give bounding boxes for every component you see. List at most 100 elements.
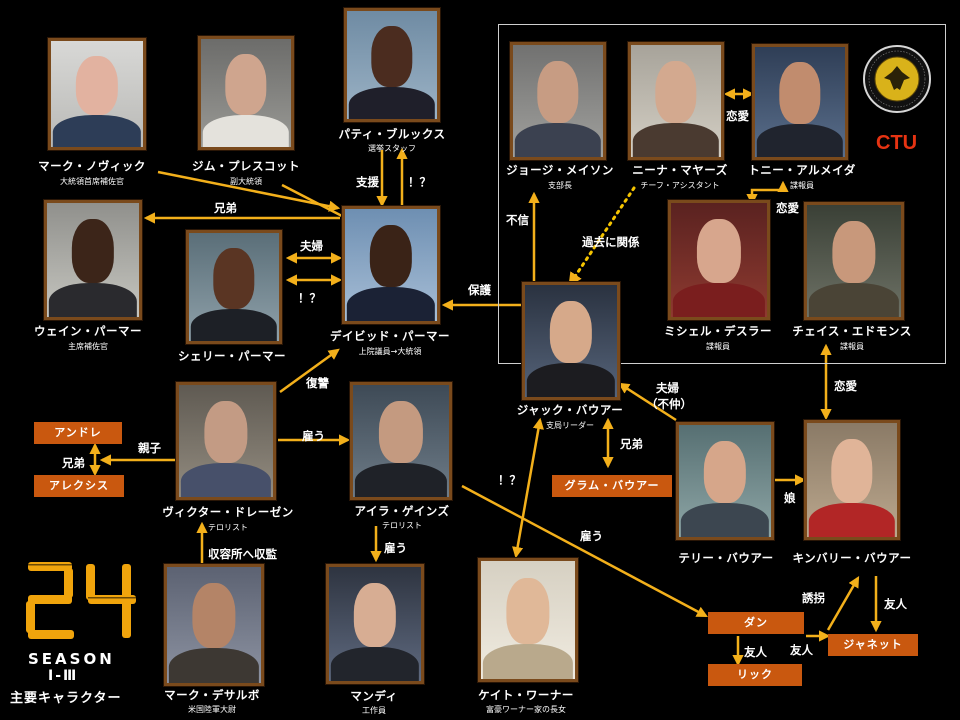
portrait-michelle-dessler [668, 200, 770, 320]
logo-24 [26, 562, 136, 639]
name-michelle-dessler: ミシェル・デスラー [664, 324, 772, 338]
title-season: SEASON [28, 650, 115, 668]
rel-andre-brothers: 兄弟 [62, 456, 85, 470]
role-mark-novick: 大統領首席補佐官 [60, 177, 124, 186]
role-kate-warner: 富豪ワーナー家の長女 [486, 705, 566, 714]
portrait-patty-brooks [344, 8, 440, 122]
rel-sherry-q: ！？ [298, 291, 321, 305]
portrait-mark-desalvo [164, 564, 264, 686]
name-kimberly-bauer: キンバリー・バウアー [792, 551, 912, 565]
name-jack-bauer: ジャック・バウアー [516, 403, 624, 417]
rel-hire-mandy: 雇う [384, 541, 407, 555]
rel-couple: 夫婦 [300, 239, 323, 253]
name-teri-bauer: テリー・バウアー [678, 551, 774, 565]
rel-patty-q: ！？ [408, 175, 431, 189]
tag-andre: アンドレ [34, 422, 122, 444]
name-tony-almeida: トニー・アルメイダ [748, 163, 856, 177]
name-kate-warner: ケイト・ワーナー [478, 688, 574, 702]
rel-friend-dan-janet: 友人 [790, 643, 813, 657]
rel-friend-kim: 友人 [884, 597, 907, 611]
portrait-mark-novick [48, 38, 146, 150]
title-subtitle: 主要キャラクター [10, 691, 122, 706]
tag-dan: ダン [708, 612, 804, 634]
title-season-range: I-Ⅲ [48, 668, 79, 684]
portrait-sherry-palmer [186, 230, 282, 344]
portrait-david-palmer [342, 206, 440, 324]
rel-hire-dan: 雇う [580, 529, 603, 543]
role-chase-edmunds: 諜報員 [840, 342, 864, 351]
name-nina-myers: ニーナ・マヤーズ [632, 163, 728, 177]
rel-daughter: 娘 [784, 491, 796, 505]
role-nina-myers: チーフ・アシスタント [640, 181, 720, 190]
portrait-tony-almeida [752, 44, 848, 160]
rel-distrust: 不信 [506, 213, 529, 227]
tag-rick: リック [708, 664, 802, 686]
role-mandy: 工作員 [362, 706, 386, 715]
ctu-seal [863, 45, 931, 113]
link-jack-kate [512, 417, 544, 559]
link-dan-kidnap [826, 576, 860, 631]
link-gaines-dan [461, 484, 708, 618]
name-chase-edmunds: チェイス・エドモンス [792, 324, 912, 338]
portrait-ira-gaines [350, 382, 452, 500]
rel-prison: 収容所へ収監 [208, 547, 277, 561]
tag-janet: ジャネット [828, 634, 918, 656]
portrait-jack-bauer [522, 282, 620, 400]
portrait-kate-warner [478, 558, 578, 682]
rel-kidnap: 誘拐 [802, 591, 825, 605]
portrait-george-mason [510, 42, 606, 160]
rel-jack-brothers: 兄弟 [620, 437, 643, 451]
name-jim-prescott: ジム・プレスコット [192, 159, 300, 173]
role-victor-drazen: テロリスト [208, 523, 248, 532]
name-mark-desalvo: マーク・デサルボ [164, 688, 260, 702]
rel-love-nina-tony: 恋愛 [726, 109, 749, 123]
role-tony-almeida: 諜報員 [790, 181, 814, 190]
rel-revenge: 復讐 [306, 376, 329, 390]
name-george-mason: ジョージ・メイソン [506, 163, 614, 177]
rel-love-chase-kim: 恋愛 [834, 379, 857, 393]
ctu-label: CTU [876, 132, 918, 154]
link-victor-revenge [279, 348, 340, 394]
rel-parent-child: 親子 [138, 441, 161, 455]
role-patty-brooks: 選挙スタッフ [368, 144, 416, 153]
rel-past: 過去に関係 [582, 235, 640, 249]
rel-jack-kate-q: ！？ [498, 473, 521, 487]
rel-friend-dan-rick: 友人 [744, 645, 767, 659]
link-prescott-palmer [281, 183, 343, 218]
role-ira-gaines: テロリスト [382, 521, 422, 530]
rel-couple-split-2: （不仲） [646, 397, 692, 411]
rel-brothers: 兄弟 [214, 201, 237, 215]
portrait-victor-drazen [176, 382, 276, 500]
name-david-palmer: デイビッド・パーマー [330, 329, 450, 343]
name-mandy: マンディ [350, 689, 398, 703]
role-jack-bauer: 支局リーダー [546, 421, 594, 430]
role-jim-prescott: 副大統領 [230, 177, 262, 186]
portrait-teri-bauer [676, 422, 774, 540]
link-tony-michelle-love [746, 180, 789, 206]
link-nina-jack-past [568, 186, 636, 287]
portrait-wayne-palmer [44, 200, 142, 320]
rel-love-tony-michelle: 恋愛 [776, 201, 799, 215]
portrait-kimberly-bauer [804, 420, 900, 540]
ctu-box [498, 24, 946, 364]
name-victor-drazen: ヴィクター・ドレーゼン [162, 505, 294, 519]
tag-graem-bauer: グラム・バウアー [552, 475, 672, 497]
name-wayne-palmer: ウェイン・パーマー [34, 324, 142, 338]
role-mark-desalvo: 米国陸軍大尉 [188, 705, 236, 714]
rel-hire-gaines: 雇う [302, 429, 325, 443]
role-david-palmer: 上院議員→大統領 [358, 347, 422, 356]
rel-support: 支援 [356, 175, 379, 189]
tag-alexis: アレクシス [34, 475, 124, 497]
name-sherry-palmer: シェリー・パーマー [178, 349, 286, 363]
portrait-chase-edmunds [804, 202, 904, 320]
role-wayne-palmer: 主席補佐官 [68, 342, 108, 351]
portrait-nina-myers [628, 42, 724, 160]
rel-protect: 保護 [468, 283, 491, 297]
name-ira-gaines: アイラ・ゲインズ [354, 504, 450, 518]
name-mark-novick: マーク・ノヴィック [38, 159, 146, 173]
link-jack-teri [618, 382, 677, 422]
portrait-mandy [326, 564, 424, 684]
role-michelle-dessler: 諜報員 [706, 342, 730, 351]
role-george-mason: 支部長 [548, 181, 572, 190]
